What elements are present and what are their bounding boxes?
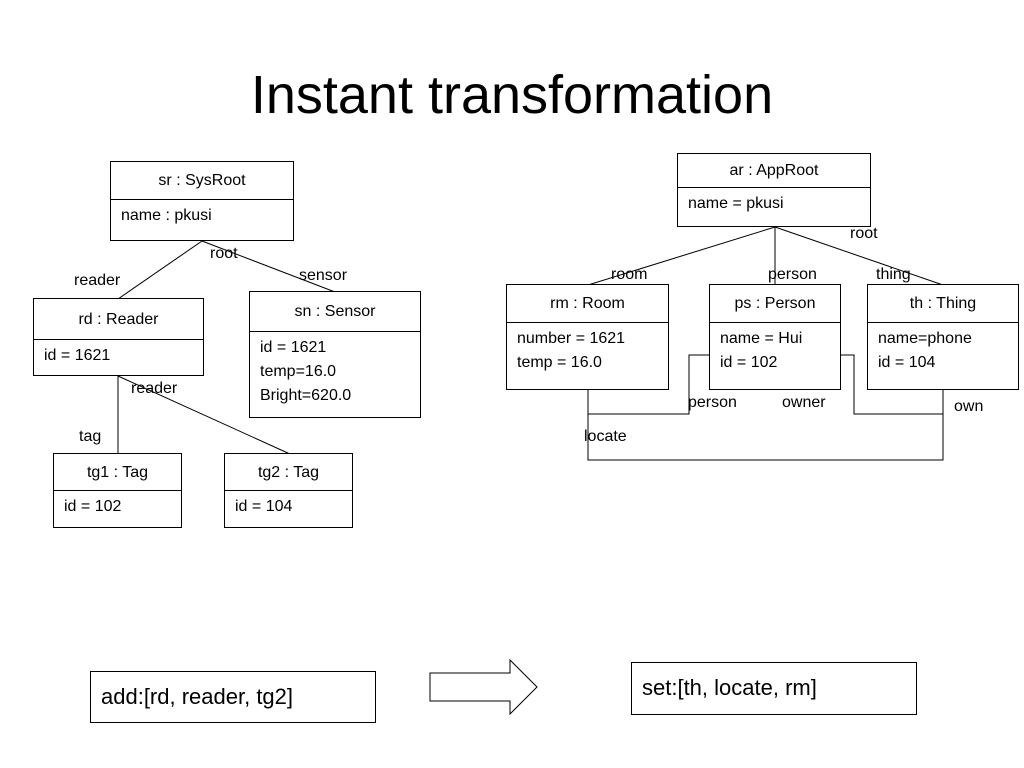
role-label-reader: reader [74,272,121,289]
role-label-own: own [954,398,984,415]
role-label-reader-2: reader [131,380,178,397]
object-rd: rd : Reader id = 1621 [33,298,204,376]
link-ar-th [774,226,944,286]
object-ps-name: ps : Person [710,285,840,323]
object-tg2-name: tg2 : Tag [225,454,352,491]
object-rd-attr: id = 1621 [44,347,111,364]
link-ar-rm [587,226,776,286]
object-th: th : Thing name=phone id = 104 [867,284,1019,390]
object-ps-attr: name = Hui [720,330,803,347]
role-label-owner: owner [782,394,826,411]
role-label-root-left: root [210,245,238,262]
role-label-person: person [768,266,817,283]
object-tg2: tg2 : Tag id = 104 [224,453,353,528]
object-ar-name: ar : AppRoot [678,154,870,188]
object-sn-attr: Bright=620.0 [260,387,352,404]
link-th-rm-locate [587,389,944,461]
object-tg1-name: tg1 : Tag [54,454,181,491]
source-operation: add:[rd, reader, tg2] [90,671,376,723]
object-sn-attr: temp=16.0 [260,363,337,380]
object-rm: rm : Room number = 1621 temp = 16.0 [506,284,669,390]
role-label-root-right: root [850,225,878,242]
object-th-attr: name=phone [878,330,972,347]
object-rd-name: rd : Reader [34,299,203,340]
object-rm-attr: temp = 16.0 [517,354,602,371]
object-ps-attr: id = 102 [720,354,778,371]
object-tg1: tg1 : Tag id = 102 [53,453,182,528]
object-th-name: th : Thing [868,285,1018,323]
role-label-room: room [611,266,648,283]
role-label-sensor: sensor [299,267,348,284]
object-sn: sn : Sensor id = 1621 temp=16.0 Bright=6… [249,291,421,418]
object-th-attr: id = 104 [878,354,936,371]
object-sn-name: sn : Sensor [250,292,420,332]
target-operation: set:[th, locate, rm] [631,662,917,715]
object-sn-attr: id = 1621 [260,339,327,356]
role-label-tag: tag [79,428,102,445]
role-label-locate: locate [584,428,627,445]
object-sr-name: sr : SysRoot [111,162,293,200]
object-ps: ps : Person name = Hui id = 102 [709,284,841,390]
object-tg1-attr: id = 102 [64,498,122,515]
transform-arrow [429,658,538,716]
link-sr-sn [201,240,336,293]
object-sr-attr: name : pkusi [121,207,212,224]
object-ar: ar : AppRoot name = pkusi [677,153,871,227]
role-label-thing: thing [876,266,911,283]
link-rd-tg2 [117,375,291,455]
object-rm-name: rm : Room [507,285,668,323]
object-tg2-attr: id = 104 [235,498,293,515]
object-sr: sr : SysRoot name : pkusi [110,161,294,241]
object-ar-attr: name = pkusi [688,195,784,212]
link-sr-rd [117,240,203,300]
role-label-person-2: person [688,394,737,411]
page-title: Instant transformation [250,65,774,125]
object-rm-attr: number = 1621 [517,330,626,347]
